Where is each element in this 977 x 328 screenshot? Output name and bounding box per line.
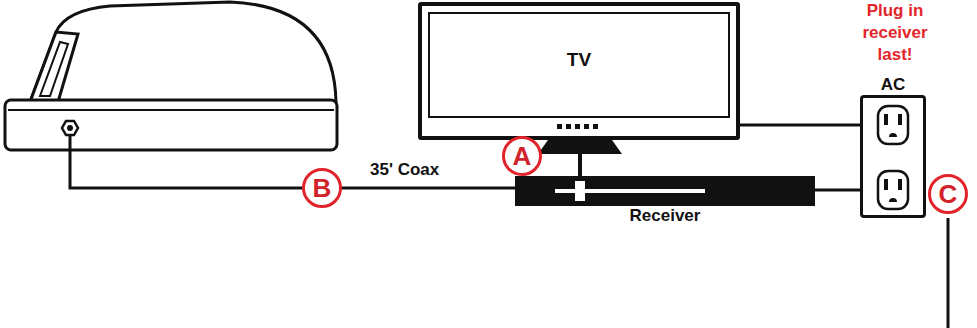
node-label: Receiver — [630, 206, 701, 226]
antenna-base-band — [8, 109, 334, 111]
coax-connector — [62, 121, 78, 135]
callout-letter: B — [302, 168, 342, 208]
antenna-window — [40, 42, 68, 96]
callout-letter: C — [928, 174, 968, 214]
tv-stand-neck — [578, 154, 582, 177]
tv-screen — [429, 13, 729, 117]
tv-stand — [538, 140, 622, 154]
leader-line — [947, 218, 950, 328]
callout-letter: A — [513, 143, 532, 169]
node-label: TV — [567, 49, 591, 71]
ac-outlet: AC — [860, 95, 926, 218]
tv-buttons — [557, 124, 598, 129]
power-cord — [815, 189, 860, 192]
coax-cable — [70, 136, 515, 188]
receiver-body — [515, 176, 815, 206]
receiver-box: Receiver — [515, 176, 815, 206]
node-label: AC — [881, 75, 906, 95]
callout-letter: B — [313, 175, 332, 201]
tv-box: TV — [418, 2, 740, 140]
cable-label: 35' Coax — [370, 160, 439, 180]
outlet-receptacle — [878, 171, 908, 209]
coax-connector-pin — [67, 125, 73, 131]
antenna-visor — [30, 32, 78, 102]
antenna-base — [5, 100, 337, 150]
power-cord — [740, 124, 860, 127]
callout-letter: C — [939, 181, 958, 207]
antenna-dome — [30, 2, 336, 102]
receiver-button — [575, 181, 585, 201]
outlet-receptacle — [878, 106, 908, 144]
warning-note: Plug in receiver last! — [845, 0, 945, 66]
callout-letter: A — [502, 136, 542, 176]
